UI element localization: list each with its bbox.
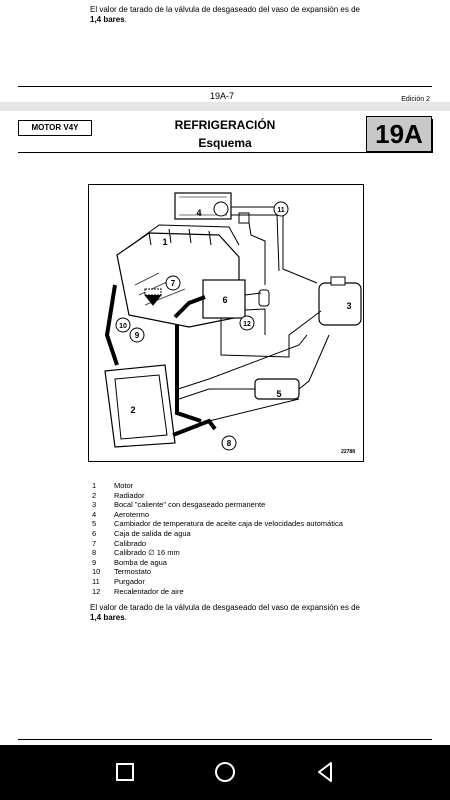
legend-number: 8 <box>92 548 97 558</box>
diagram-ref-code: 22788 <box>341 449 355 455</box>
valve-pressure-text: El valor de tarado de la válvula de desg… <box>90 603 360 622</box>
diagram-label-7: 7 <box>171 279 176 288</box>
edition-label: Edición 2 <box>401 96 430 103</box>
diagram-label-3: 3 <box>346 301 351 311</box>
diagram-label-6: 6 <box>222 295 227 305</box>
page-gap <box>0 102 450 111</box>
legend-text: Purgador <box>114 576 145 586</box>
diagram-label-4: 4 <box>196 208 201 218</box>
legend-text: Bomba de agua <box>114 557 167 567</box>
page-number: 19A-7 <box>210 91 235 101</box>
legend-number: 4 <box>92 509 97 519</box>
diagram-label-12: 12 <box>243 321 251 328</box>
section-badge: 19A <box>366 116 432 152</box>
legend-number: 1 <box>92 481 97 490</box>
legend-number: 9 <box>92 557 97 567</box>
page-divider <box>18 86 432 87</box>
legend-text: Caja de salida de agua <box>114 528 191 538</box>
legend-text: Aerotermo <box>114 509 150 519</box>
legend-text: Bocal "caliente" con desgaseado permanen… <box>114 500 266 510</box>
cooling-schematic: 1 2 3 4 5 6 7 8 9 10 11 12 22788 <box>104 192 362 455</box>
bottom-rule <box>18 739 432 740</box>
document-page: El valor de tarado de la válvula de desg… <box>0 5 450 740</box>
legend-list: 1 Motor 2 Radiador 3 Bocal "caliente" con des… <box>92 481 343 596</box>
legend-number: 5 <box>92 519 97 529</box>
legend-text: Recalentador de aire <box>114 586 184 596</box>
header-rule <box>18 152 432 153</box>
section-subtitle: Esquema <box>198 136 252 150</box>
legend-number: 10 <box>92 567 101 577</box>
legend-text: Calibrado ∅ 16 mm <box>114 548 180 558</box>
section-title: REFRIGERACIÓN <box>174 118 276 132</box>
legend-item: 1 Motor <box>92 481 343 491</box>
engine-label: MOTOR V4Y <box>18 120 92 136</box>
legend-number: 3 <box>92 500 97 510</box>
diagram-label-1: 1 <box>162 237 167 247</box>
legend-text: Calibrado <box>114 538 147 548</box>
diagram-label-11: 11 <box>277 207 285 214</box>
legend-number: 12 <box>92 586 101 596</box>
navigation-bar <box>0 745 450 800</box>
legend-item: 12 Recalentador de aire <box>92 587 343 597</box>
legend-item: 11 Purgador <box>92 577 343 587</box>
legend-item: 4 Aerotermo <box>92 510 343 520</box>
diagram-label-9: 9 <box>135 331 140 340</box>
legend-item: 2 Radiador <box>92 491 343 501</box>
triangle-back-icon[interactable] <box>308 755 342 789</box>
diagram-label-8: 8 <box>227 439 232 448</box>
legend-item: 9 Bomba de agua <box>92 558 343 568</box>
legend-number: 6 <box>92 528 97 538</box>
legend-number: 11 <box>92 576 100 586</box>
legend-item: 5 Cambiador de temperatura de aceite caja… <box>92 519 343 529</box>
legend-number: 2 <box>92 490 97 500</box>
legend-text: Motor <box>114 481 134 490</box>
legend-text: Termostato <box>114 567 152 577</box>
legend-text: Radiador <box>114 490 145 500</box>
legend-item: 7 Calibrado <box>92 539 343 549</box>
diagram-label-2: 2 <box>130 405 135 415</box>
legend-item: 3 Bocal "caliente" con desgaseado permane… <box>92 500 343 510</box>
diagram-label-10: 10 <box>119 323 127 330</box>
square-icon[interactable] <box>108 755 142 789</box>
circle-icon[interactable] <box>208 755 242 789</box>
legend-item: 6 Caja de salida de agua <box>92 529 343 539</box>
cooling-diagram: 1 2 3 4 5 6 7 8 9 10 11 12 22788 <box>88 184 364 462</box>
legend-item: 10 Termostato <box>92 567 343 577</box>
previous-page-text: El valor de tarado de la válvula de desg… <box>90 5 360 24</box>
legend-text: Cambiador de temperatura de aceite caja … <box>114 519 343 529</box>
legend-item: 8 Calibrado ∅ 16 mm <box>92 548 343 558</box>
diagram-label-5: 5 <box>276 389 281 399</box>
legend-number: 7 <box>92 538 97 548</box>
